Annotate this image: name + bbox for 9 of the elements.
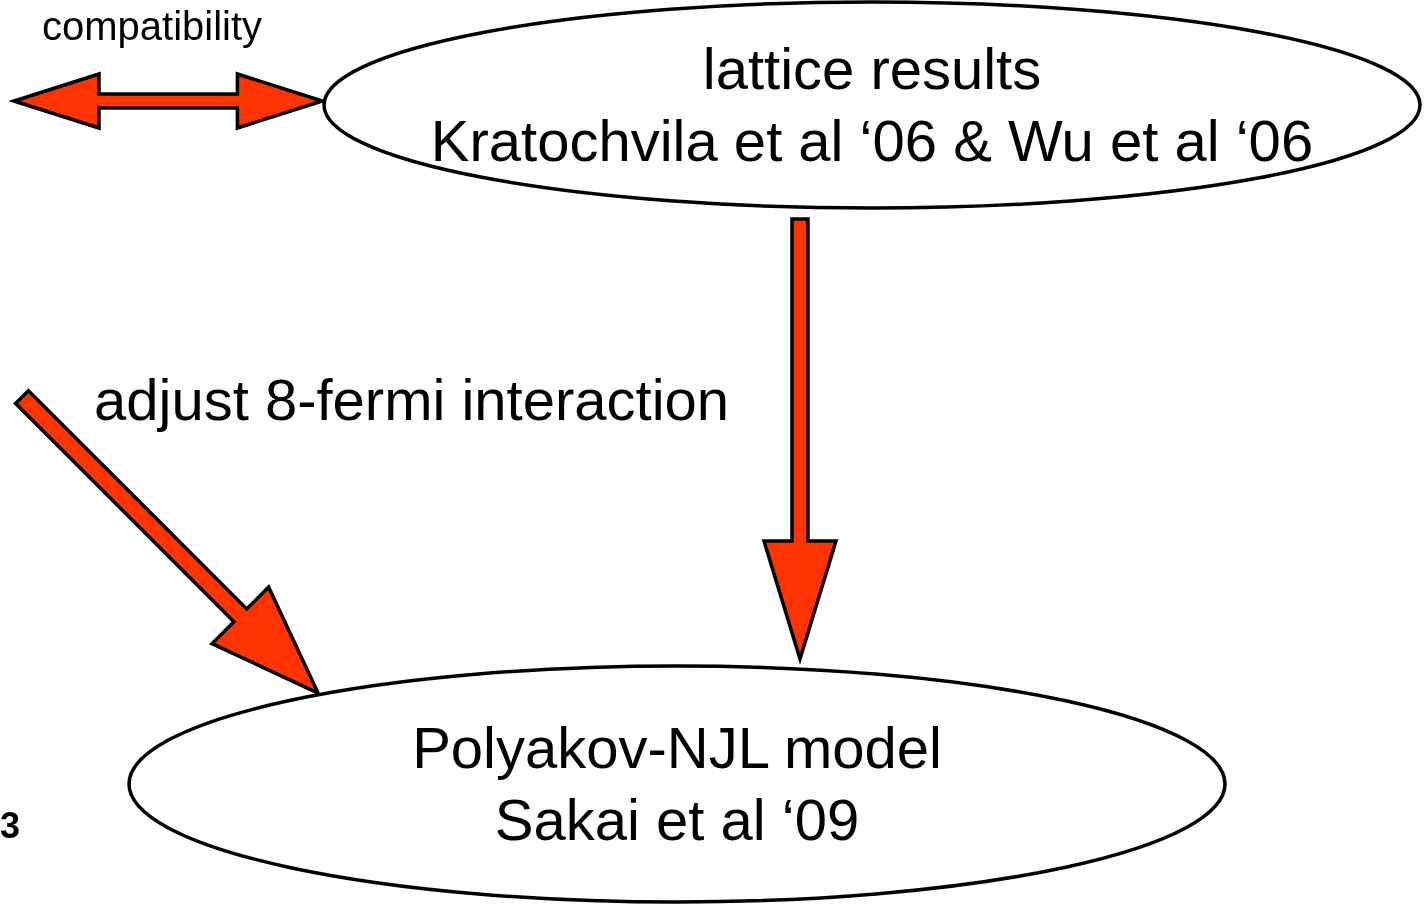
edge-label: compatibility	[42, 4, 263, 49]
edge-label: adjust 8-fermi interaction	[94, 366, 730, 433]
node-citation: Sakai et al ‘09	[494, 786, 860, 854]
block-arrow	[13, 388, 322, 697]
node-title: lattice results	[702, 35, 1042, 103]
node-title: Polyakov-NJL model	[412, 714, 942, 782]
block-arrow	[761, 217, 839, 665]
node-citation: Kratochvila et al ‘06 & Wu et al ‘06	[430, 107, 1314, 175]
page-number: 3	[0, 805, 21, 847]
